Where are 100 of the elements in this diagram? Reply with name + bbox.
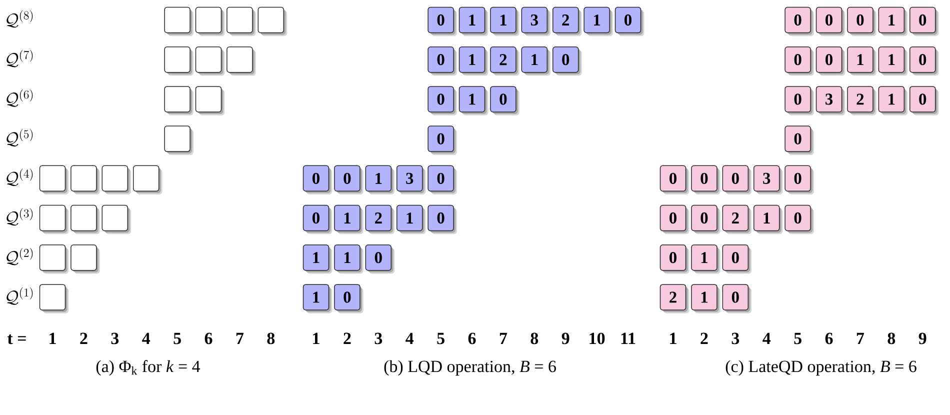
time-step-number: 4 xyxy=(762,332,771,344)
row-label: $\mathcal{Q}^{(1)}$ xyxy=(6,287,33,305)
number-cell: 0 xyxy=(365,244,395,274)
number-cell: 0 xyxy=(816,46,846,76)
number-cell: 0 xyxy=(660,165,690,195)
number-cell: 0 xyxy=(334,284,364,314)
time-step-number: 3 xyxy=(111,332,119,344)
time-step-number: 8 xyxy=(530,332,538,344)
time-step-number: 2 xyxy=(344,332,351,344)
number-cell: 2 xyxy=(722,204,752,234)
number-cell: 0 xyxy=(660,244,690,274)
number-cell: 0 xyxy=(784,204,814,234)
number-cell: 1 xyxy=(691,244,720,274)
number-cell: 0 xyxy=(691,204,720,234)
number-cell: 0 xyxy=(660,204,690,234)
empty-cell xyxy=(70,204,100,234)
number-cell: 0 xyxy=(428,126,457,155)
empty-cell xyxy=(164,86,194,116)
number-cell: 0 xyxy=(784,46,814,76)
empty-cell xyxy=(226,46,256,76)
number-cell: 1 xyxy=(490,6,520,36)
time-step-number: 5 xyxy=(794,332,802,344)
time-step-number: 7 xyxy=(856,332,864,344)
row-label: $\mathcal{Q}^{(2)}$ xyxy=(6,248,33,266)
number-cell: 0 xyxy=(428,204,457,234)
number-cell: 2 xyxy=(552,6,582,36)
time-step-number: 5 xyxy=(437,332,444,344)
row-label: $\mathcal{Q}^{(7)}$ xyxy=(6,50,33,68)
time-step-number: 8 xyxy=(888,332,896,344)
time-step-number: 1 xyxy=(313,332,320,344)
number-cell: 0 xyxy=(428,86,457,116)
time-step-number: 2 xyxy=(700,332,708,344)
number-cell: 0 xyxy=(784,6,814,36)
number-cell: 0 xyxy=(614,6,644,36)
row-label: $\mathcal{Q}^{(3)}$ xyxy=(6,208,33,226)
subfigure-caption: (b) LQD operation, B = 6 xyxy=(384,360,556,376)
number-cell: 3 xyxy=(753,165,783,195)
number-cell: 0 xyxy=(490,86,520,116)
number-cell: 1 xyxy=(365,165,395,195)
empty-cell xyxy=(132,165,162,195)
time-step-number: 7 xyxy=(500,332,508,344)
subfigure-caption: (a) Φ$_{k}$ for k = 4 xyxy=(96,360,200,376)
number-cell: 0 xyxy=(909,46,939,76)
number-cell: 1 xyxy=(334,244,364,274)
empty-cell xyxy=(70,165,100,195)
number-cell: 1 xyxy=(302,244,332,274)
time-step-number: 1 xyxy=(670,332,676,344)
empty-cell xyxy=(102,204,132,234)
empty-cell xyxy=(39,244,69,274)
number-cell: 1 xyxy=(753,204,783,234)
number-cell: 0 xyxy=(784,165,814,195)
number-cell: 0 xyxy=(302,204,332,234)
time-step-number: 10 xyxy=(590,332,605,344)
number-cell: 0 xyxy=(302,165,332,195)
number-cell: 1 xyxy=(458,6,488,36)
number-cell: 0 xyxy=(784,86,814,116)
time-step-number: 2 xyxy=(80,332,88,344)
empty-cell xyxy=(102,165,132,195)
empty-cell xyxy=(226,6,256,36)
empty-cell xyxy=(195,86,225,116)
number-cell: 1 xyxy=(878,46,908,76)
empty-cell xyxy=(39,284,69,314)
number-cell: 2 xyxy=(660,284,690,314)
number-cell: 2 xyxy=(365,204,395,234)
number-cell: 2 xyxy=(490,46,520,76)
time-step-number: 9 xyxy=(562,332,570,344)
time-step-number: 7 xyxy=(236,332,244,344)
time-step-number: 6 xyxy=(825,332,833,344)
number-cell: 1 xyxy=(878,6,908,36)
time-step-number: 3 xyxy=(374,332,382,344)
row-label: $\mathcal{Q}^{(5)}$ xyxy=(6,129,33,146)
number-cell: 1 xyxy=(302,284,332,314)
number-cell: 0 xyxy=(691,165,720,195)
number-cell: 3 xyxy=(816,86,846,116)
time-step-number: 5 xyxy=(174,332,181,344)
number-cell: 0 xyxy=(428,46,457,76)
time-step-number: 9 xyxy=(918,332,926,344)
number-cell: 0 xyxy=(428,6,457,36)
empty-cell xyxy=(164,46,194,76)
empty-cell xyxy=(195,6,225,36)
number-cell: 2 xyxy=(847,86,876,116)
empty-cell xyxy=(164,126,194,155)
number-cell: 0 xyxy=(334,165,364,195)
time-label: t = xyxy=(7,334,26,344)
number-cell: 1 xyxy=(334,204,364,234)
row-label: $\mathcal{Q}^{(6)}$ xyxy=(6,89,33,107)
number-cell: 1 xyxy=(458,86,488,116)
number-cell: 1 xyxy=(584,6,613,36)
empty-cell xyxy=(39,204,69,234)
empty-cell xyxy=(195,46,225,76)
row-label: $\mathcal{Q}^{(4)}$ xyxy=(6,168,33,186)
empty-cell xyxy=(39,165,69,195)
subfigure-caption: (c) LateQD operation, B = 6 xyxy=(726,360,916,376)
number-cell: 1 xyxy=(878,86,908,116)
row-label: $\mathcal{Q}^{(8)}$ xyxy=(6,10,33,28)
number-cell: 3 xyxy=(521,6,551,36)
time-step-number: 6 xyxy=(468,332,476,344)
empty-cell xyxy=(70,244,100,274)
time-step-number: 6 xyxy=(204,332,212,344)
time-step-number: 4 xyxy=(142,332,150,344)
